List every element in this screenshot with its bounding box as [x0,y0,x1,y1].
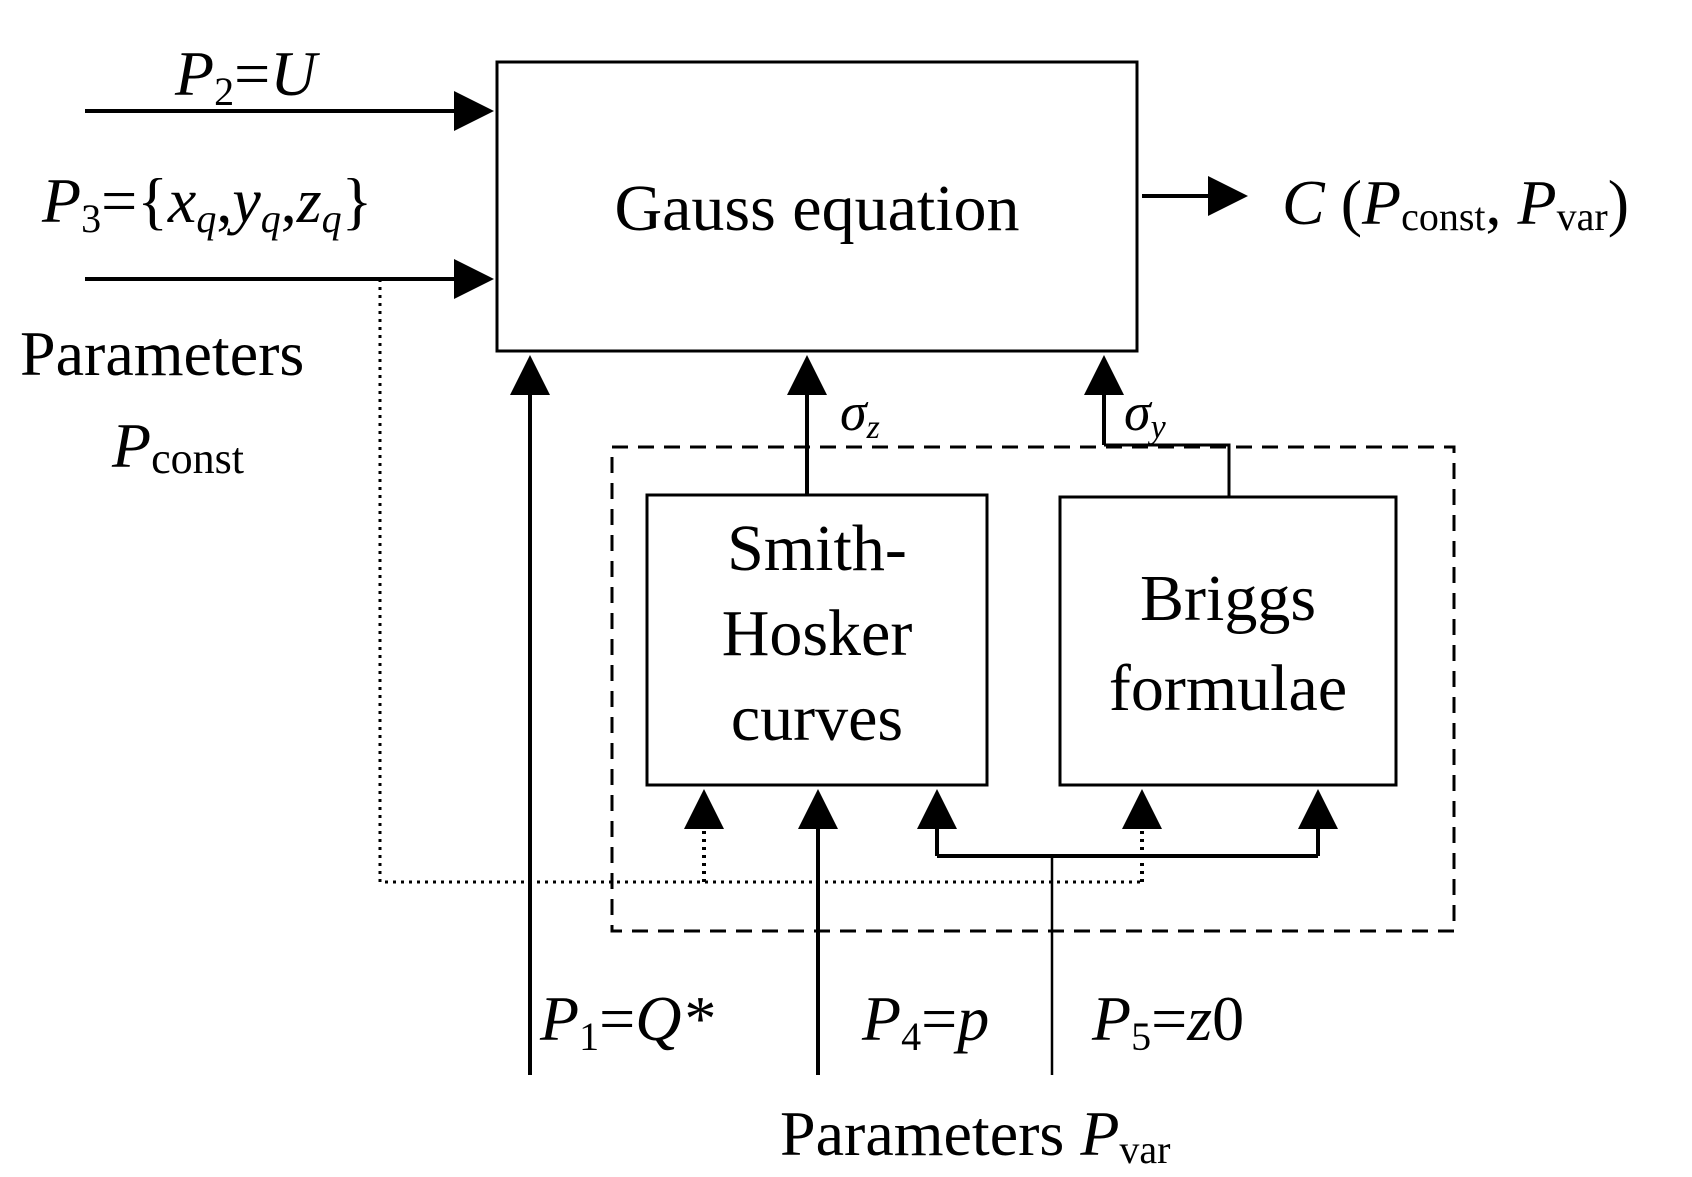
sigma-y-label: σy [1124,382,1167,446]
smith-hosker-line3: curves [731,682,903,755]
p4-label: P4=p [861,983,989,1059]
gauss-equation-box [495,60,1139,353]
briggs-line1: Briggs [1140,562,1316,635]
p2-label: P2=U [174,38,320,114]
parameters-var-label: Parameters Pvar [780,1098,1170,1172]
briggs-to-sigma-y-connector [1104,443,1231,497]
p3-dotted-feed [378,279,1142,884]
smith-hosker-line1: Smith- [727,512,907,585]
p1-label: P1=Q* [539,983,713,1059]
briggs-line2: formulae [1109,652,1347,725]
smith-hosker-box [645,493,989,787]
parameters-const-symbol: Pconst [111,410,244,483]
smith-hosker-line2: Hosker [722,597,913,670]
sigma-z-label: σz [840,382,880,446]
dashed-group-box [610,445,1456,933]
gauss-equation-label: Gauss equation [614,172,1019,245]
p3-label: P3={xq,yq,zq} [41,165,372,241]
briggs-box [1058,495,1398,787]
p5-label: P5=z0 [1091,983,1244,1059]
output-label: C (Pconst, Pvar) [1282,167,1629,239]
parameters-const-word: Parameters [20,318,304,389]
